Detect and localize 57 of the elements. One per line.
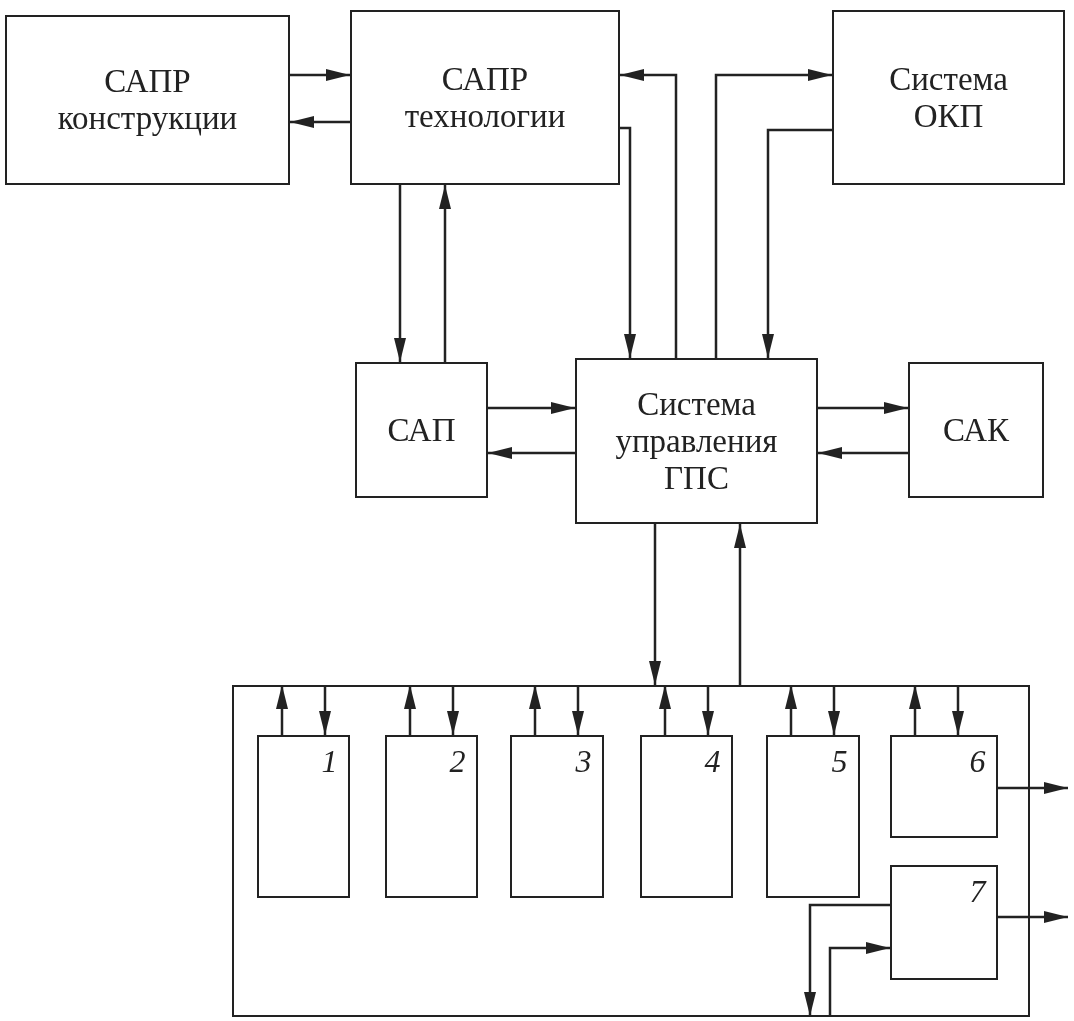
box-label: САПР технологии (403, 60, 567, 135)
arrow (649, 524, 661, 685)
module-box (509, 734, 604, 898)
arrow (714, 69, 832, 358)
arrow (319, 685, 331, 735)
module-number: 7 (969, 872, 986, 909)
arrow (702, 685, 714, 735)
arrow (734, 524, 746, 685)
arrow (276, 685, 288, 735)
arrow (828, 685, 840, 735)
arrow (659, 685, 671, 735)
arrow (620, 126, 636, 358)
arrow (447, 685, 459, 735)
module-number: 6 (969, 742, 986, 779)
arrow (488, 447, 575, 459)
process-box (5, 15, 290, 185)
module-number: 5 (831, 742, 848, 779)
box-label: Система управления ГПС (614, 385, 779, 497)
arrow (762, 128, 832, 358)
module-box (639, 734, 733, 898)
process-box (575, 358, 818, 524)
arrow (828, 942, 890, 1016)
process-box (908, 362, 1044, 498)
arrow (785, 685, 797, 735)
module-box (889, 734, 998, 838)
arrow (529, 685, 541, 735)
arrow (404, 685, 416, 735)
module-box (889, 864, 998, 980)
module-number: 3 (575, 742, 592, 779)
box-label: САПР конструкции (56, 63, 239, 137)
arrow (488, 402, 575, 414)
arrow (290, 116, 350, 128)
arrow (572, 685, 584, 735)
process-box (832, 10, 1065, 185)
frame-box (232, 685, 1030, 1017)
arrow (818, 447, 908, 459)
module-box (765, 734, 860, 898)
arrow (439, 185, 451, 362)
module-box (256, 734, 350, 898)
arrow (998, 911, 1068, 923)
module-box (384, 734, 478, 898)
box-label: САП (386, 411, 457, 449)
arrow (818, 402, 908, 414)
arrow (998, 782, 1068, 794)
arrow (394, 185, 406, 362)
arrow (804, 903, 890, 1016)
arrow (620, 69, 678, 358)
box-label: Система ОКП (888, 60, 1009, 135)
arrow (952, 685, 964, 735)
module-number: 4 (704, 742, 721, 779)
module-number: 2 (449, 742, 466, 779)
module-number: 1 (321, 742, 338, 779)
arrow (909, 685, 921, 735)
process-box (350, 10, 620, 185)
arrow (290, 69, 350, 81)
box-label: САК (941, 411, 1011, 449)
process-box (355, 362, 488, 498)
